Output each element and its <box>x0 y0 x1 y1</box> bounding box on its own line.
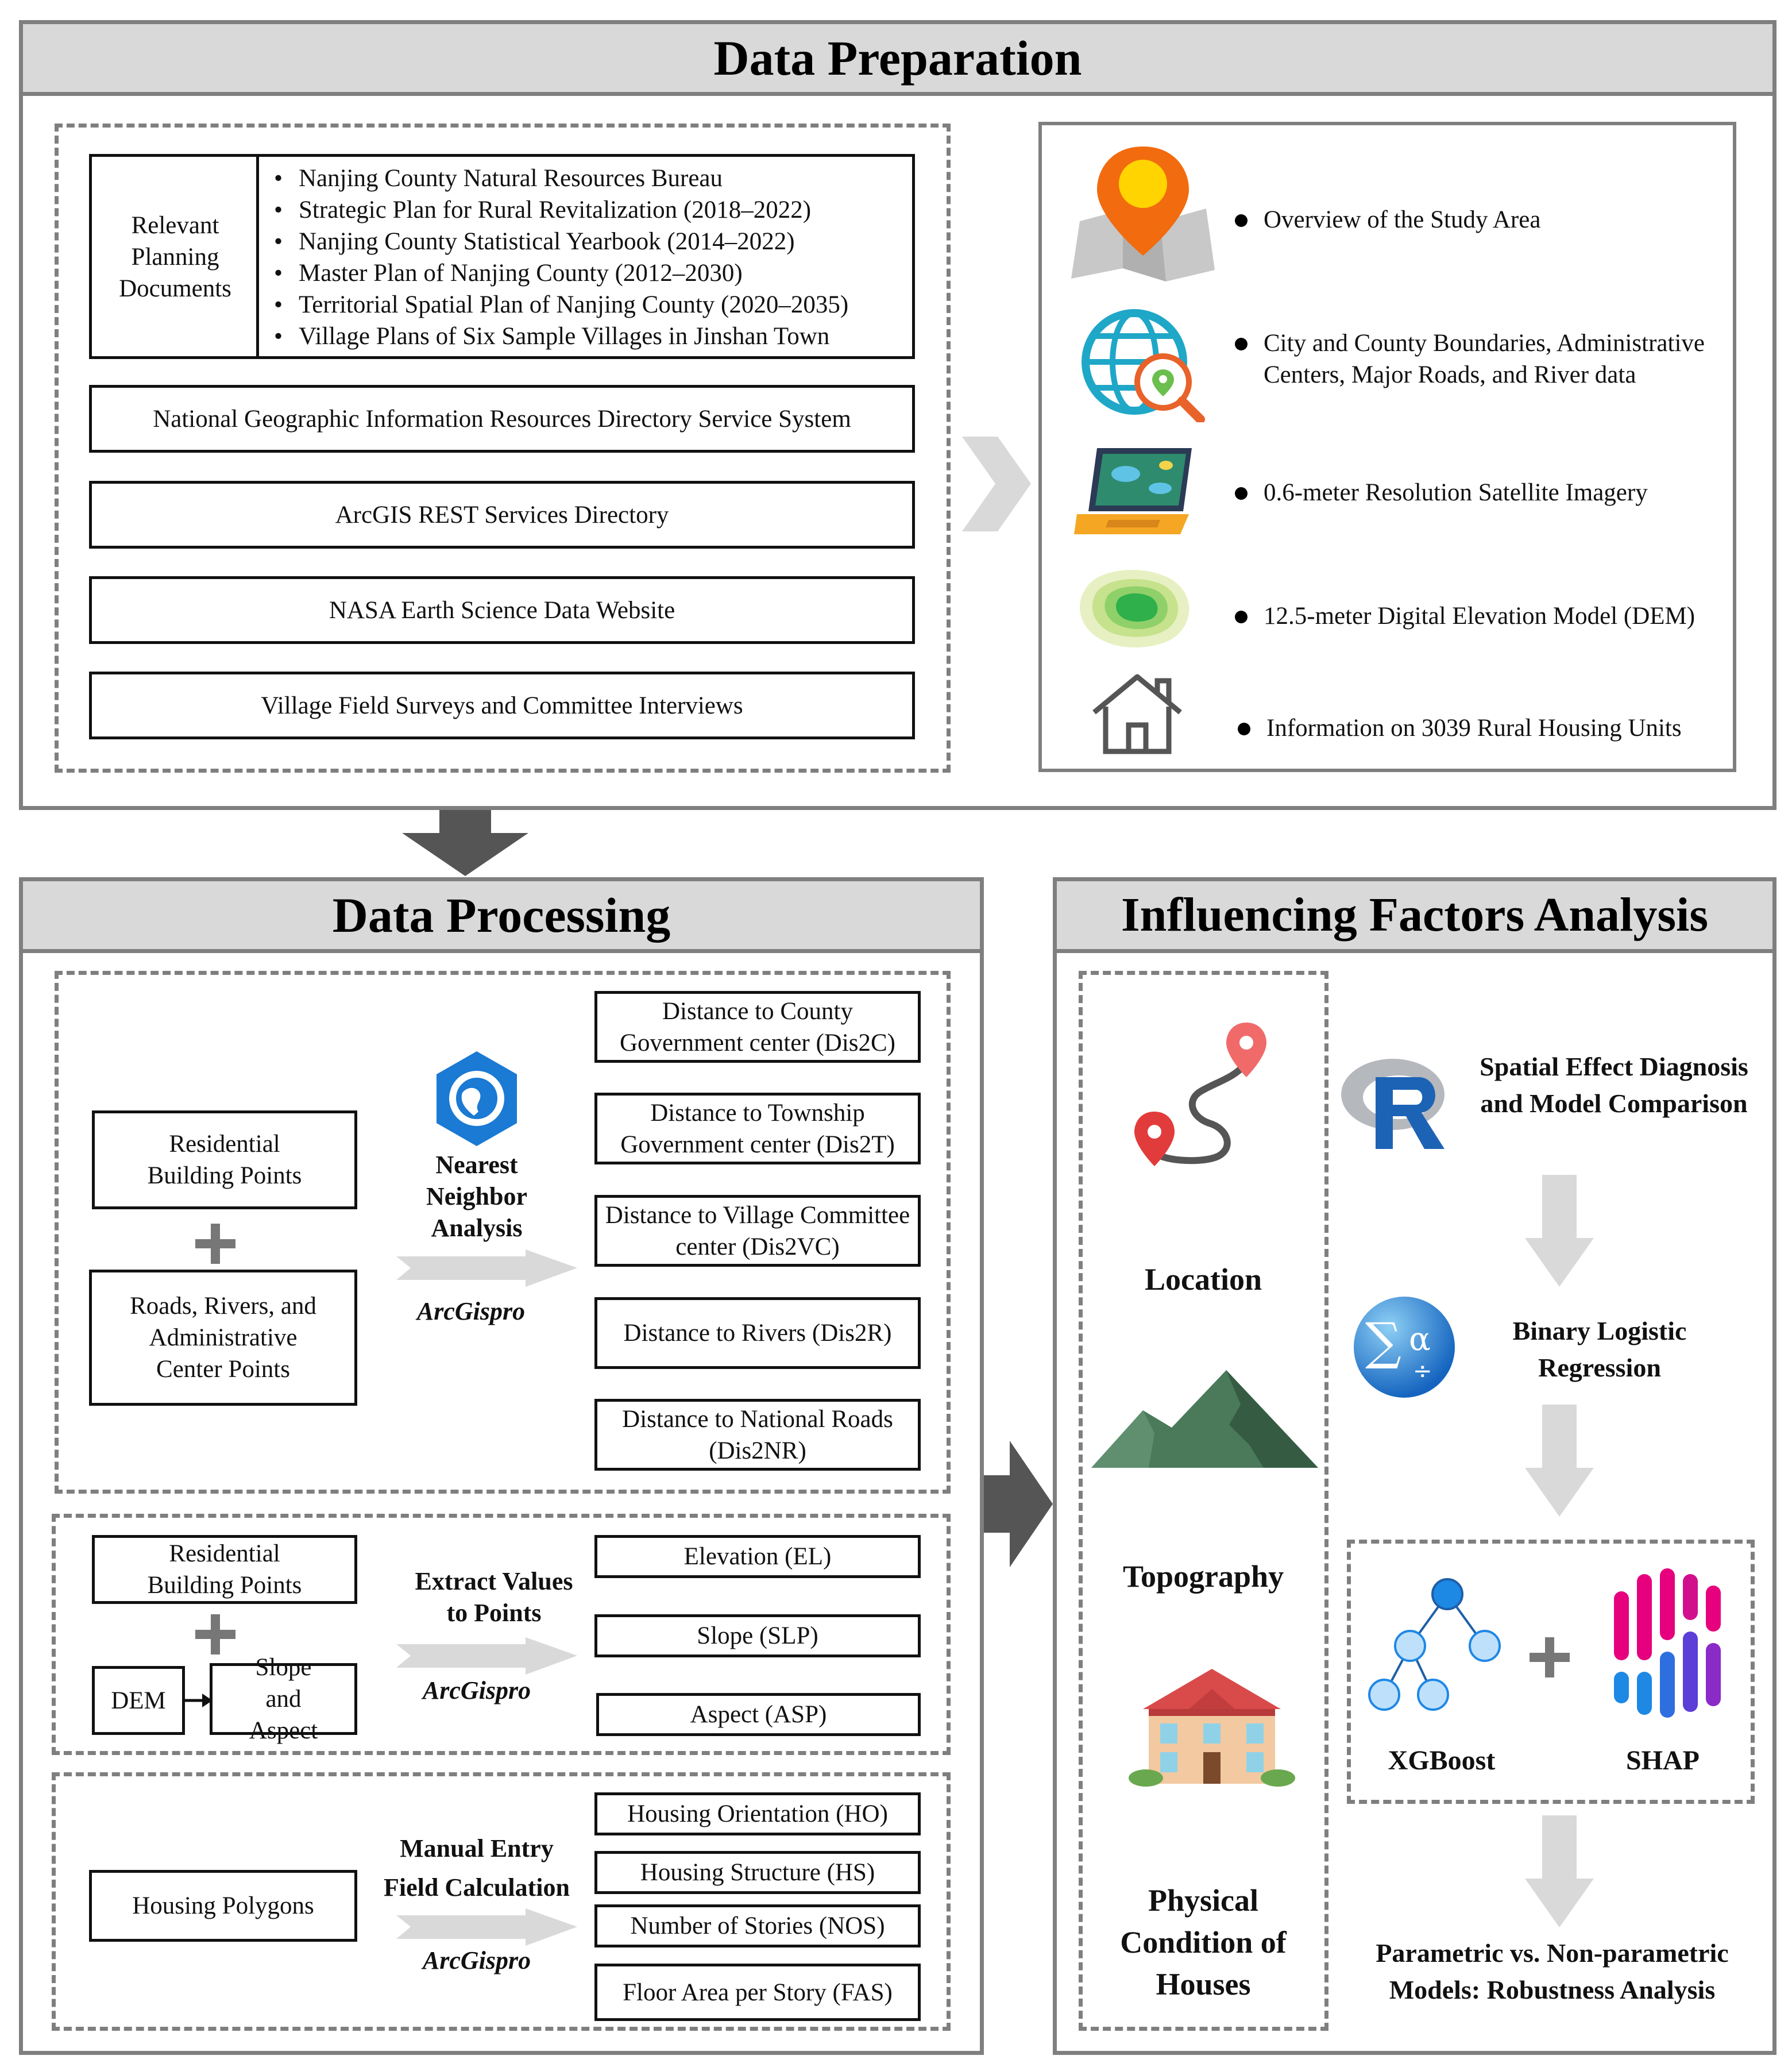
flow-right-arrow <box>984 1441 1053 1567</box>
contour-map-icon <box>1080 570 1189 647</box>
step-down-arrow <box>1525 1175 1594 1287</box>
source-box: National Geographic Information Resource… <box>89 385 915 453</box>
flow-down-arrow <box>402 810 528 876</box>
nearest-neighbor-label: Nearest Neighbor Analysis <box>426 1151 527 1242</box>
manual-entry-label: Manual Entry <box>400 1834 554 1862</box>
distance-output: Distance to National Roads (Dis2NR) <box>594 1399 921 1471</box>
plus-icon <box>195 1614 235 1655</box>
terrain-output: Aspect (ASP) <box>596 1693 921 1736</box>
factor-label: Physical Condition of Houses <box>1120 1883 1287 2001</box>
preparation-output: City and County Boundaries, Administrati… <box>1235 327 1752 391</box>
data-processing-title: Data Processing <box>23 881 980 953</box>
svg-text:α: α <box>1409 1321 1431 1358</box>
roads-rivers-box: Roads, Rivers, and Administrative Center… <box>89 1270 357 1406</box>
factor-label: Location <box>1144 1262 1262 1297</box>
source-box: NASA Earth Science Data Website <box>89 576 915 644</box>
plus-icon <box>1530 1637 1570 1677</box>
distance-output: Distance to Village Committee center (Di… <box>594 1195 921 1267</box>
field-calculation-label: Field Calculation <box>384 1873 570 1902</box>
distance-output: Distance to Rivers (Dis2R) <box>594 1297 921 1369</box>
decision-tree-icon <box>1368 1578 1501 1711</box>
tool-label: ArcGispro <box>422 1946 531 1974</box>
process-arrow <box>396 1249 577 1287</box>
planning-documents-label: Relevant Planning Documents <box>119 212 231 302</box>
route-pins-icon <box>1134 1023 1266 1166</box>
laptop-map-icon <box>1074 448 1192 534</box>
logistic-regression-label: Binary Logistic Regression <box>1512 1316 1687 1382</box>
data-preparation-title: Data Preparation <box>23 24 1772 96</box>
influencing-factors-title: Influencing Factors Analysis <box>1057 881 1772 953</box>
map-pin-icon <box>1071 146 1215 281</box>
preparation-output: Overview of the Study Area <box>1235 204 1752 236</box>
robustness-label: Parametric vs. Non-parametric Models: Ro… <box>1376 1938 1729 2004</box>
spatial-effect-label: Spatial Effect Diagnosis and Model Compa… <box>1480 1052 1748 1118</box>
planning-item: Master Plan of Nanjing County (2012–2030… <box>267 257 910 289</box>
tool-label: ArcGispro <box>422 1676 531 1704</box>
xgboost-label: XGBoost <box>1388 1745 1496 1776</box>
terrain-group <box>52 1514 951 1755</box>
house-icon <box>1092 674 1182 754</box>
preparation-output: 0.6-meter Resolution Satellite Imagery <box>1235 477 1752 508</box>
shap-icon <box>1614 1568 1721 1718</box>
factor-label: Topography <box>1122 1559 1284 1594</box>
planning-documents-table <box>89 154 915 359</box>
source-box: Village Field Surveys and Committee Inte… <box>89 672 915 739</box>
terrain-output: Elevation (EL) <box>594 1535 921 1578</box>
preparation-output: Information on 3039 Rural Housing Units <box>1238 712 1760 744</box>
slope-aspect-box: Slope and Aspect <box>210 1654 357 1744</box>
shap-label: SHAP <box>1625 1745 1700 1776</box>
housing-output: Number of Stories (NOS) <box>594 1904 921 1947</box>
svg-text:∑: ∑ <box>1365 1312 1401 1371</box>
ml-models-group <box>1347 1540 1755 1804</box>
housing-output: Housing Structure (HS) <box>594 1851 921 1894</box>
process-arrow <box>396 1908 577 1946</box>
planning-item: Strategic Plan for Rural Revitalization … <box>267 194 910 226</box>
housing-output: Housing Orientation (HO) <box>594 1792 921 1835</box>
arrow-right-icon <box>185 1694 213 1707</box>
r-logo-icon <box>1341 1059 1445 1149</box>
globe-search-icon <box>1082 309 1205 422</box>
distance-group <box>55 971 951 1494</box>
extract-values-label: Extract Values to Points <box>415 1567 573 1627</box>
factors-group <box>1079 971 1328 2031</box>
planning-item: Nanjing County Natural Resources Bureau <box>267 163 910 194</box>
housing-polygons-box: Housing Polygons <box>89 1870 357 1942</box>
distance-output: Distance to County Government center (Di… <box>594 991 921 1063</box>
planning-item: Village Plans of Six Sample Villages in … <box>267 321 910 352</box>
planning-documents-divider <box>256 154 259 359</box>
residential-points-box: Residential Building Points <box>92 1535 357 1604</box>
residential-points-box: Residential Building Points <box>92 1110 357 1209</box>
source-box: ArcGIS REST Services Directory <box>89 481 915 549</box>
preparation-output: 12.5-meter Digital Elevation Model (DEM) <box>1235 600 1758 632</box>
housing-group <box>52 1772 951 2031</box>
planning-documents-list: Nanjing County Natural Resources Bureau … <box>267 163 910 352</box>
sources-group <box>55 124 951 773</box>
sigma-alpha-icon: ∑ α ÷ <box>1354 1297 1455 1398</box>
dem-box: DEM <box>92 1666 185 1735</box>
svg-text:÷: ÷ <box>1413 1358 1432 1384</box>
mountain-icon <box>1091 1370 1318 1468</box>
tool-label: ArcGispro <box>416 1297 526 1325</box>
terrain-output: Slope (SLP) <box>594 1614 921 1657</box>
building-icon <box>1129 1669 1295 1787</box>
step-down-arrow <box>1525 1815 1594 1927</box>
step-down-arrow <box>1525 1405 1594 1517</box>
chevron-right-icon <box>962 437 1031 531</box>
plus-icon <box>195 1224 235 1264</box>
planning-item: Nanjing County Statistical Yearbook (201… <box>267 226 910 257</box>
housing-output: Floor Area per Story (FAS) <box>594 1964 921 2021</box>
arcgis-icon <box>437 1051 517 1146</box>
distance-output: Distance to Township Government center (… <box>594 1093 921 1164</box>
process-arrow <box>396 1637 577 1675</box>
planning-item: Territorial Spatial Plan of Nanjing Coun… <box>267 289 910 321</box>
